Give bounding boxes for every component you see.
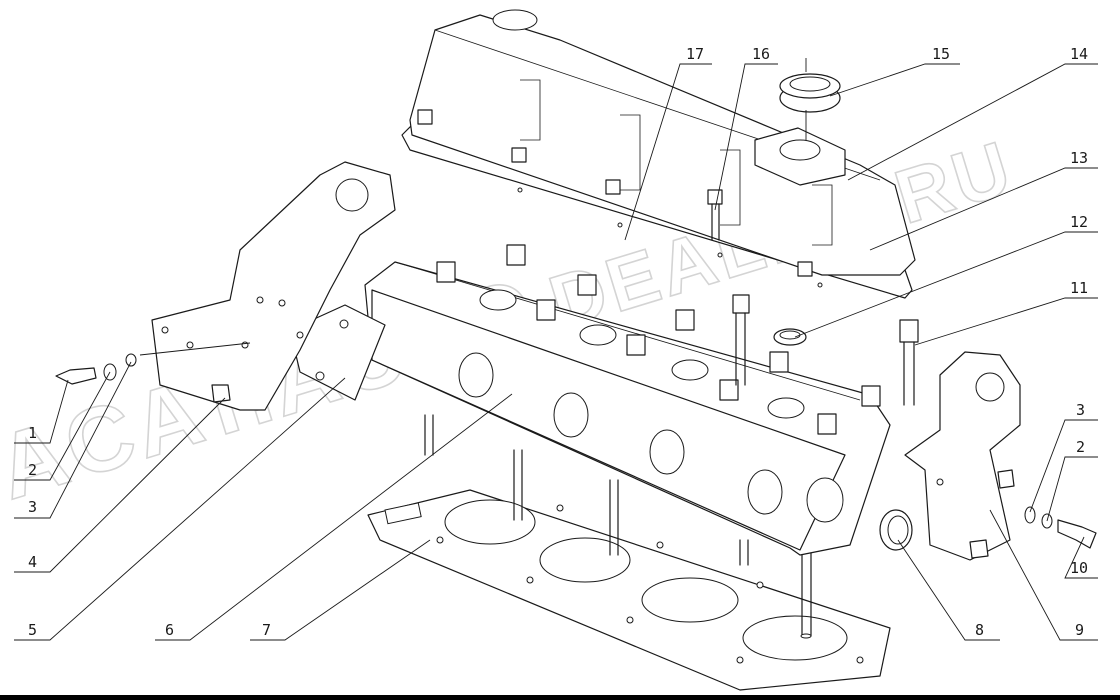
bolt-left-assembly xyxy=(55,342,251,385)
bottom-border xyxy=(0,695,1120,700)
callout-12: 12 xyxy=(1070,213,1088,231)
callout-10: 10 xyxy=(1070,559,1088,577)
callout-4: 4 xyxy=(28,553,37,571)
valve-cover xyxy=(409,9,916,277)
callout-17: 17 xyxy=(686,45,704,63)
callout-5: 5 xyxy=(28,621,37,639)
valve-seal xyxy=(773,328,807,346)
expansion-plug xyxy=(879,509,913,551)
lifting-bracket-right xyxy=(904,351,1021,561)
callout-15: 15 xyxy=(932,45,950,63)
lifting-bracket-left xyxy=(151,161,396,411)
callout-labels: 1 2 3 4 5 6 7 8 9 10 2 3 11 12 13 14 15 … xyxy=(28,45,1088,639)
callout-2-right: 2 xyxy=(1076,438,1085,456)
callout-7: 7 xyxy=(262,621,271,639)
head-studs xyxy=(424,414,812,639)
callout-8: 8 xyxy=(975,621,984,639)
bolt-right-assembly xyxy=(1024,506,1097,549)
callout-14: 14 xyxy=(1070,45,1088,63)
head-bolt-long xyxy=(899,319,919,406)
head-bolt-front xyxy=(732,294,750,386)
filler-cap xyxy=(779,73,841,113)
callout-9: 9 xyxy=(1075,621,1084,639)
callout-13: 13 xyxy=(1070,149,1088,167)
callout-2-left: 2 xyxy=(28,461,37,479)
leader-lines xyxy=(14,58,1098,641)
callout-3-right: 3 xyxy=(1076,401,1085,419)
cover-stud xyxy=(707,189,723,241)
cylinder-head xyxy=(364,244,891,556)
callout-3-left: 3 xyxy=(28,498,37,516)
manifold-gasket xyxy=(289,304,386,401)
callout-6: 6 xyxy=(165,621,174,639)
callout-1: 1 xyxy=(28,424,37,442)
callout-16: 16 xyxy=(752,45,770,63)
callout-11: 11 xyxy=(1070,279,1088,297)
head-gasket xyxy=(367,489,891,691)
